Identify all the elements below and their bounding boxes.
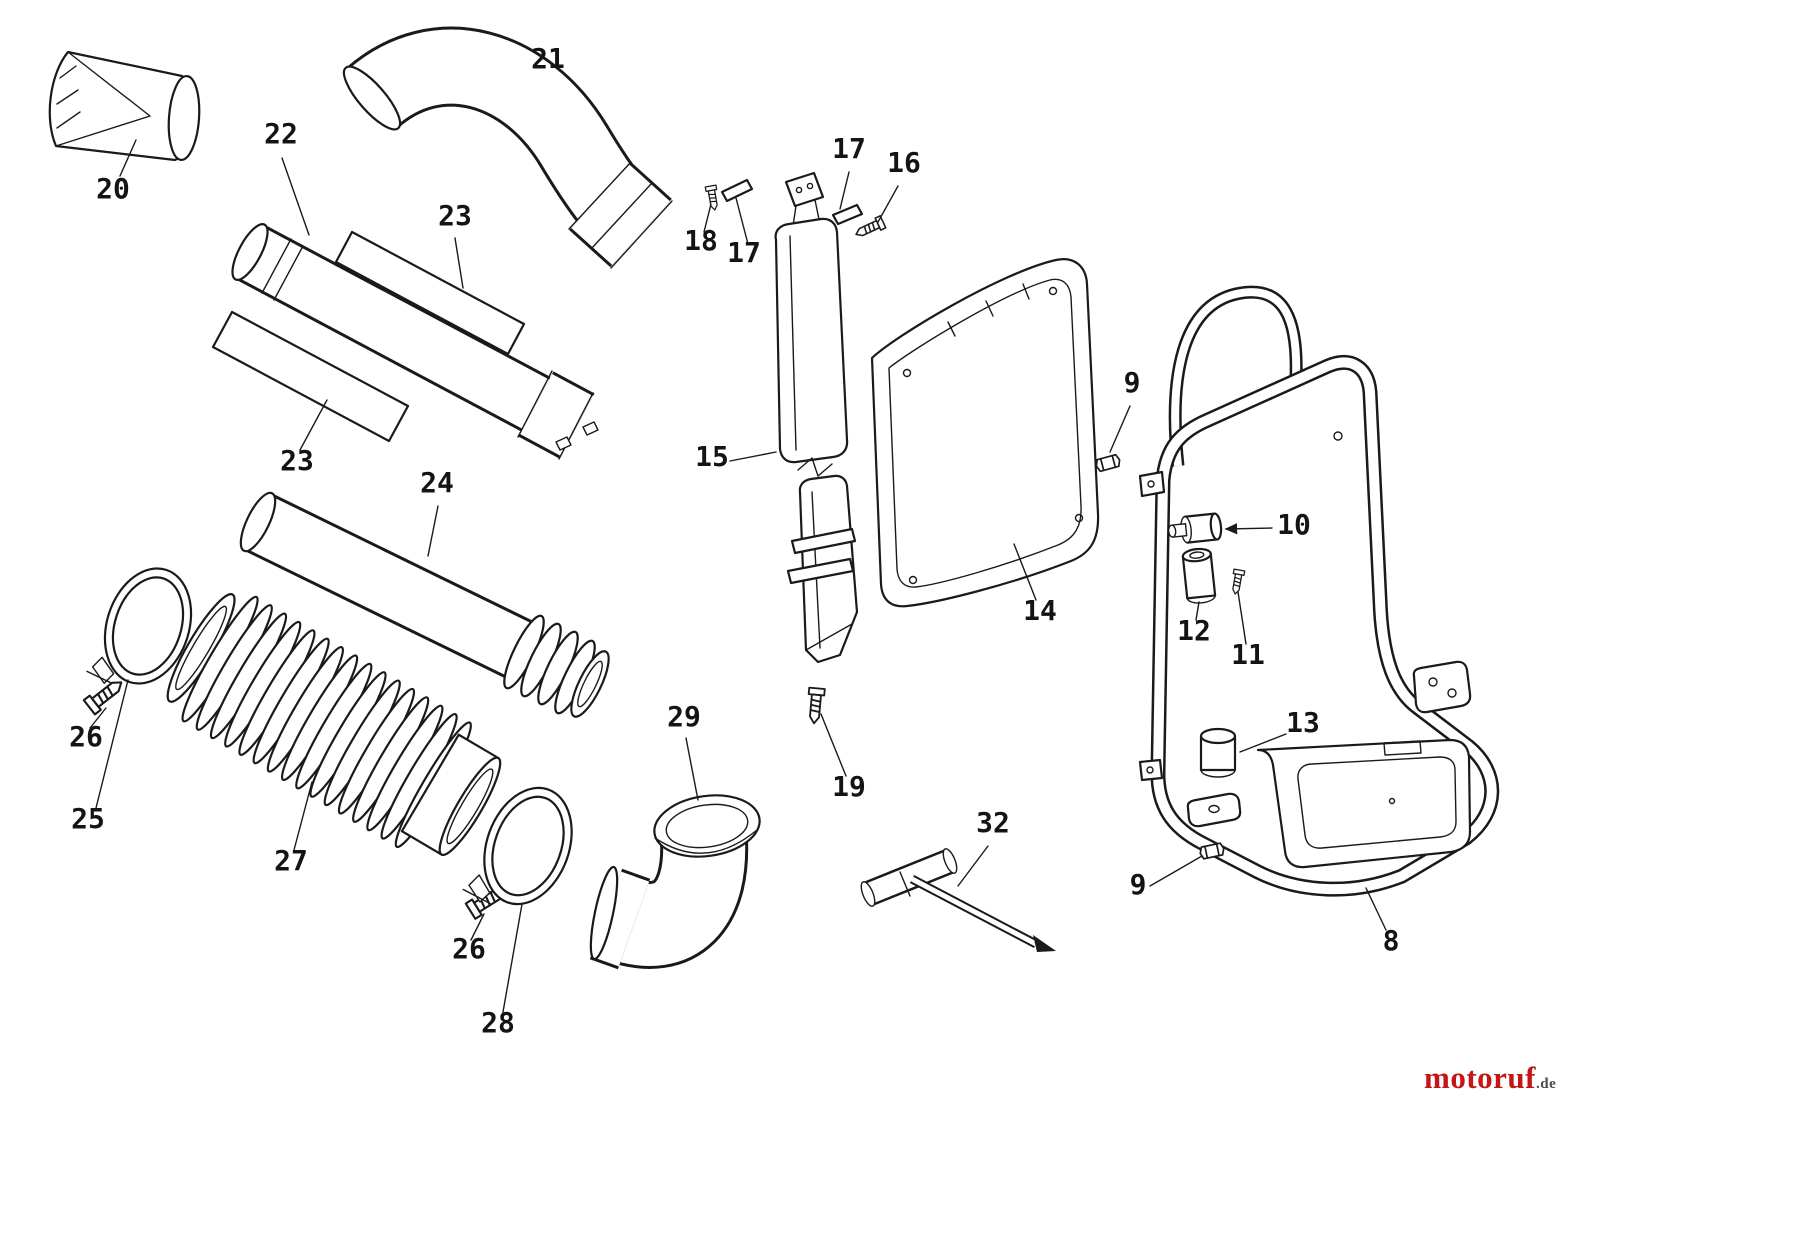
part-10-plug (1167, 512, 1223, 544)
callout-label-13: 13 (1286, 706, 1320, 739)
callout-leader-12 (1195, 601, 1200, 621)
callout-leader-32 (957, 845, 989, 887)
callout-label-23: 23 (280, 444, 314, 477)
callout-label-9: 9 (1130, 868, 1147, 901)
nozzle-opening (167, 74, 201, 162)
callout-label-8: 8 (1383, 924, 1400, 957)
part-8-backpack-frame (1138, 285, 1500, 897)
callout-leader-20 (119, 139, 137, 177)
callout-label-26: 26 (69, 720, 103, 753)
callout-leader-26 (89, 707, 107, 729)
callout-leader-13 (1239, 733, 1287, 753)
part-15-strap-bracket (720, 171, 864, 664)
frame-bracket-bottom (1186, 792, 1242, 828)
callout-leader-9 (1109, 405, 1131, 453)
callout-label-17: 17 (727, 236, 761, 269)
callout-label-26: 26 (452, 932, 486, 965)
callout-label-27: 27 (274, 844, 308, 877)
tube-opening (231, 223, 269, 281)
part-29-elbow (589, 794, 761, 970)
watermark-brand: motoruf (1424, 1060, 1536, 1095)
part-28-clamp (462, 786, 573, 906)
callout-label-25: 25 (71, 802, 105, 835)
tube-opening (239, 491, 277, 553)
callout-leader-29 (685, 737, 699, 801)
callouts-layer: 20 21 22 23 17 16 18 17 23 24 15 9 10 14 12 11 26 25 27 29 1… (69, 42, 1399, 1039)
part-16-screw (852, 215, 887, 242)
part-32-t-wrench (860, 848, 1056, 952)
callout-label-28: 28 (481, 1006, 515, 1039)
callout-label-12: 12 (1177, 614, 1211, 647)
part-17-clip-left (720, 178, 754, 203)
callout-leader-8 (1365, 887, 1387, 931)
part-12-bushing (1181, 547, 1217, 604)
callout-leader-18 (703, 203, 712, 233)
callout-leader-9 (1149, 855, 1203, 887)
callout-leader-25 (95, 679, 129, 809)
callout-leader-28 (502, 903, 523, 1013)
part-23-decal-upper (334, 230, 526, 356)
callout-label-11: 11 (1231, 638, 1265, 671)
watermark-logo[interactable]: motoruf.de (1424, 1060, 1556, 1096)
callout-leader-26 (470, 913, 485, 941)
callout-label-16: 16 (887, 146, 921, 179)
callout-leader-11 (1237, 591, 1247, 645)
part-9-nut-upper (1094, 453, 1122, 473)
part-11-screw (1229, 568, 1246, 596)
callout-leader-14 (1013, 543, 1037, 601)
callout-leader-19 (820, 713, 847, 777)
callout-leader-17 (839, 171, 850, 210)
callout-label-17: 17 (832, 132, 866, 165)
callout-leader-16 (877, 185, 899, 223)
part-18-screw (704, 184, 721, 212)
callout-label-32: 32 (976, 806, 1010, 839)
tool-tip (1033, 935, 1056, 952)
part-25-clamp (86, 567, 193, 686)
watermark-tld: .de (1535, 1076, 1557, 1092)
part-24-tube (239, 491, 610, 718)
callout-leader-15 (729, 451, 777, 462)
callout-label-19: 19 (832, 770, 866, 803)
part-14-back-pad (870, 258, 1100, 608)
callout-leader-24 (427, 505, 439, 557)
callout-label-21: 21 (531, 42, 565, 75)
callout-label-29: 29 (667, 700, 701, 733)
callout-label-18: 18 (684, 224, 718, 257)
callout-leader-10 (1224, 523, 1273, 535)
part-22-straight-tube (231, 223, 599, 460)
frame-handle (1168, 285, 1303, 467)
callout-label-22: 22 (264, 117, 298, 150)
frame-bracket-right (1412, 660, 1472, 714)
callout-label-23: 23 (438, 199, 472, 232)
callout-leader-27 (293, 781, 313, 851)
callout-label-20: 20 (96, 172, 130, 205)
part-27-bellows-hose (166, 590, 502, 857)
tube-opening (342, 65, 402, 131)
callout-label-9: 9 (1124, 366, 1141, 399)
callout-leader-17 (735, 197, 749, 245)
callout-leader-23 (454, 237, 464, 289)
part-17-clip-right (831, 203, 864, 226)
callout-label-10: 10 (1277, 508, 1311, 541)
callout-leader-22 (281, 157, 310, 236)
callout-leader-23 (299, 399, 328, 451)
callout-label-14: 14 (1023, 594, 1057, 627)
callout-label-15: 15 (695, 440, 729, 473)
part-13-cap (1199, 727, 1237, 778)
callout-label-24: 24 (420, 466, 454, 499)
part-21-curved-tube (342, 26, 673, 269)
part-19-bolt (805, 686, 826, 725)
part-23-decal-lower (211, 310, 410, 443)
part-20-flare-nozzle (48, 50, 201, 162)
